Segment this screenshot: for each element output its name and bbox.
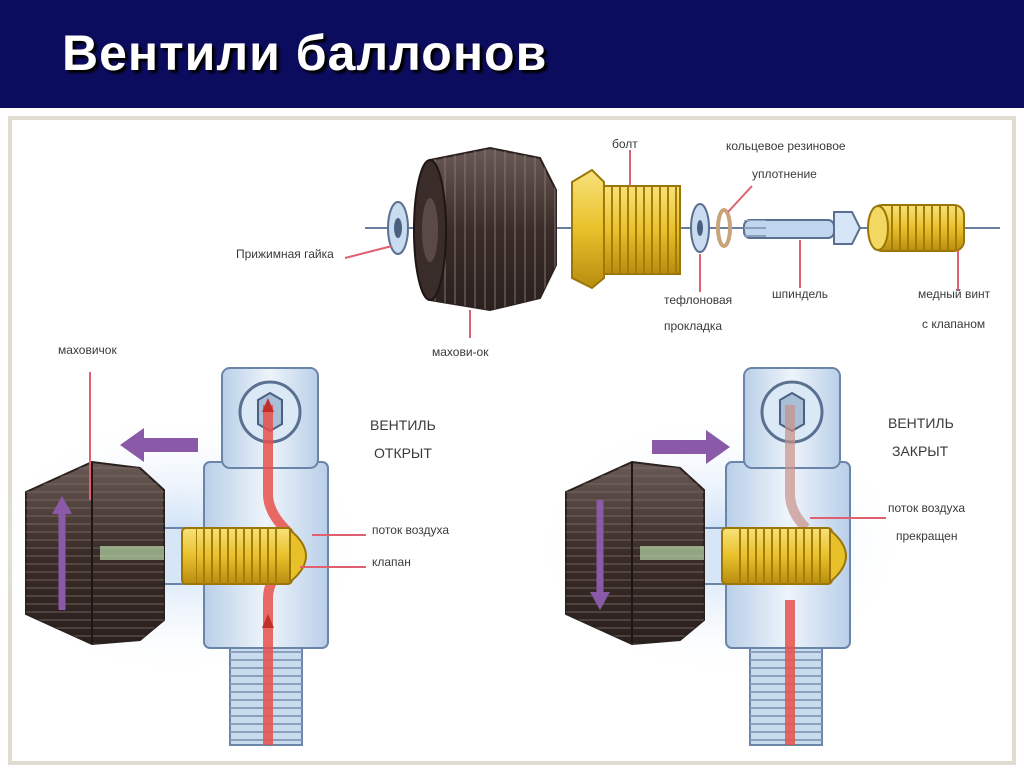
open-handwheel-label: маховичок: [58, 343, 117, 357]
closed-state-line2: ЗАКРЫТ: [892, 443, 949, 459]
handwheel-part: [413, 146, 557, 312]
open-state-line2: ОТКРЫТ: [374, 445, 432, 461]
teflon-label-line2: прокладка: [664, 319, 722, 333]
exploded-leader-lines: [344, 150, 959, 338]
closed-valve-handwheel: [565, 460, 705, 646]
open-valve-plug: [289, 527, 307, 585]
handwheel-part-label: махови-ок: [432, 345, 489, 359]
brass-screw-part: [867, 204, 965, 252]
clamp-nut-label: Прижимная гайка: [236, 247, 334, 261]
o-ring-label-line2: уплотнение: [752, 167, 817, 181]
closed-valve-assembly: ВЕНТИЛЬ ЗАКРЫТ поток воздуха прекращен: [530, 367, 965, 746]
clamp-nut-part: [387, 201, 409, 255]
closed-airflow-upper: [785, 405, 810, 532]
open-airflow-label: поток воздуха: [372, 523, 449, 537]
bolt-label: болт: [612, 137, 638, 151]
teflon-label-line1: тефлоновая: [664, 293, 732, 307]
closed-state-line1: ВЕНТИЛЬ: [888, 415, 954, 431]
o-ring-part: [716, 208, 732, 248]
brass-screw-label-line1: медный винт: [918, 287, 991, 301]
valve-diagram: Прижимная гайка махови-ок болт тефлонова…: [0, 108, 1024, 767]
closed-airflow-label-line2: прекращен: [896, 529, 957, 543]
title-bar: Вентили баллонов: [0, 0, 1024, 108]
open-valve-assembly: маховичок ВЕНТИЛЬ ОТКРЫТ поток воздуха к…: [0, 343, 449, 746]
closed-motion-arrow: [652, 430, 730, 464]
o-ring-label-line1: кольцевое резиновое: [726, 139, 846, 153]
open-valve-label: клапан: [372, 555, 411, 569]
teflon-gasket-part: [690, 203, 710, 253]
brass-screw-label-line2: с клапаном: [922, 317, 985, 331]
open-leader-lines: [89, 372, 366, 568]
open-valve-handwheel: [25, 460, 165, 646]
spindle-label: шпиндель: [772, 287, 828, 301]
spindle-part: [743, 211, 862, 245]
closed-valve-plug: [829, 527, 847, 585]
bolt-part: [571, 168, 681, 290]
valve-diagram-svg: Прижимная гайка махови-ок болт тефлонова…: [0, 116, 1016, 765]
closed-airflow-label-line1: поток воздуха: [888, 501, 965, 515]
exploded-view: Прижимная гайка махови-ок болт тефлонова…: [236, 137, 1000, 359]
open-motion-arrow: [120, 428, 198, 462]
open-state-line1: ВЕНТИЛЬ: [370, 417, 436, 433]
slide-title: Вентили баллонов: [62, 25, 548, 81]
